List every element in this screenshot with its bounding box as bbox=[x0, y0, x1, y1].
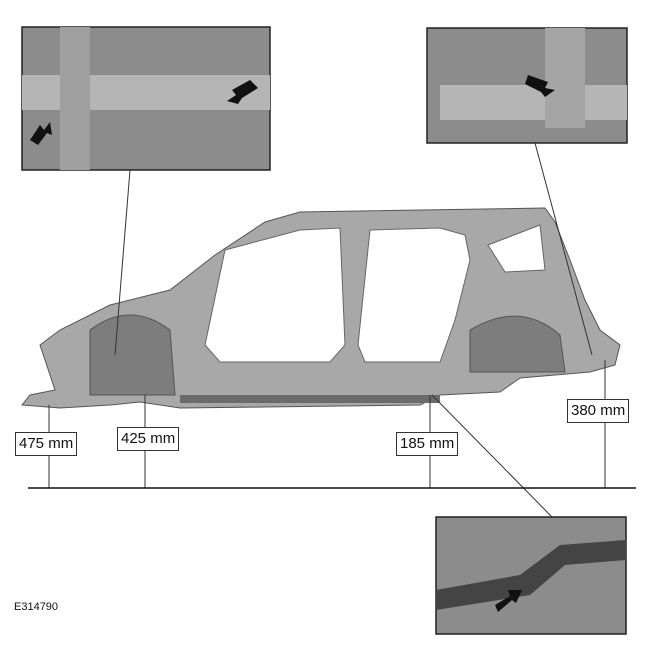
arrow-icon bbox=[30, 122, 52, 145]
measurement-label-rear: 380 mm bbox=[567, 399, 630, 423]
detail-inset-rear bbox=[426, 27, 628, 144]
arrow-icon bbox=[525, 75, 555, 97]
measurement-label-front-right: 425 mm bbox=[117, 427, 180, 451]
arrow-icon bbox=[227, 80, 258, 104]
arrow-icon bbox=[495, 590, 522, 612]
measurement-label-rear-sill: 185 mm bbox=[396, 432, 459, 456]
detail-inset-sill bbox=[435, 516, 627, 635]
detail-inset-front bbox=[21, 26, 271, 171]
measurement-label-front-left: 475 mm bbox=[15, 432, 78, 456]
vehicle-body-side bbox=[21, 207, 621, 409]
figure-id: E314790 bbox=[14, 601, 59, 613]
